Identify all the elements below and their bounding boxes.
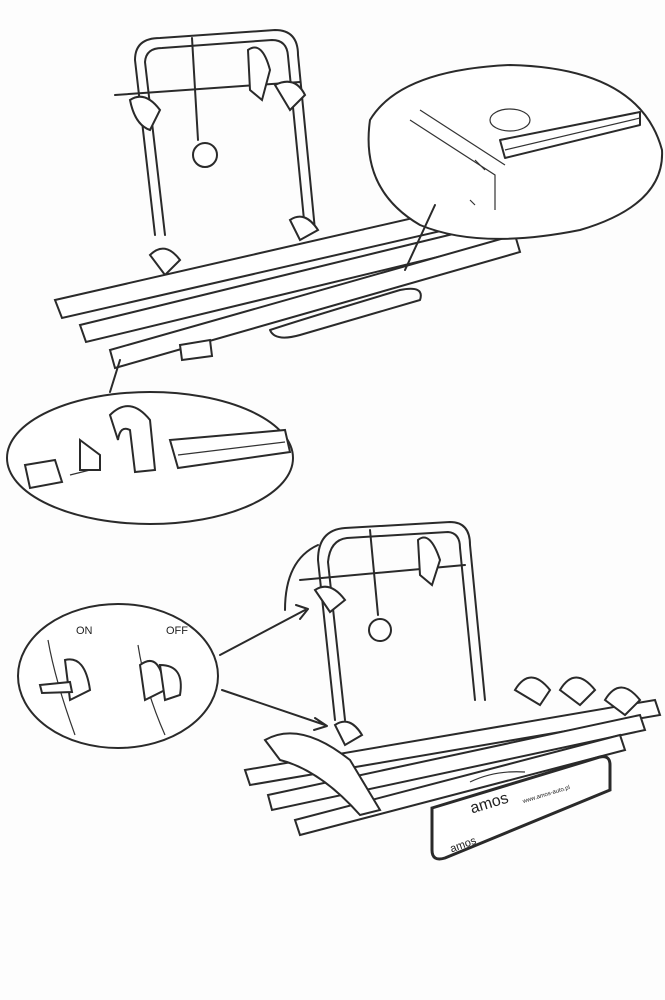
strap-clamp-icon: [192, 142, 218, 168]
on-label: ON: [76, 625, 93, 637]
off-label: OFF: [166, 625, 188, 637]
lock-detail: [17, 603, 328, 749]
end-cap-detail: [367, 63, 664, 271]
top-rack: [53, 29, 522, 370]
license-plate: [430, 755, 612, 861]
strap-detail: [6, 359, 294, 525]
bottom-rack: [243, 521, 662, 837]
